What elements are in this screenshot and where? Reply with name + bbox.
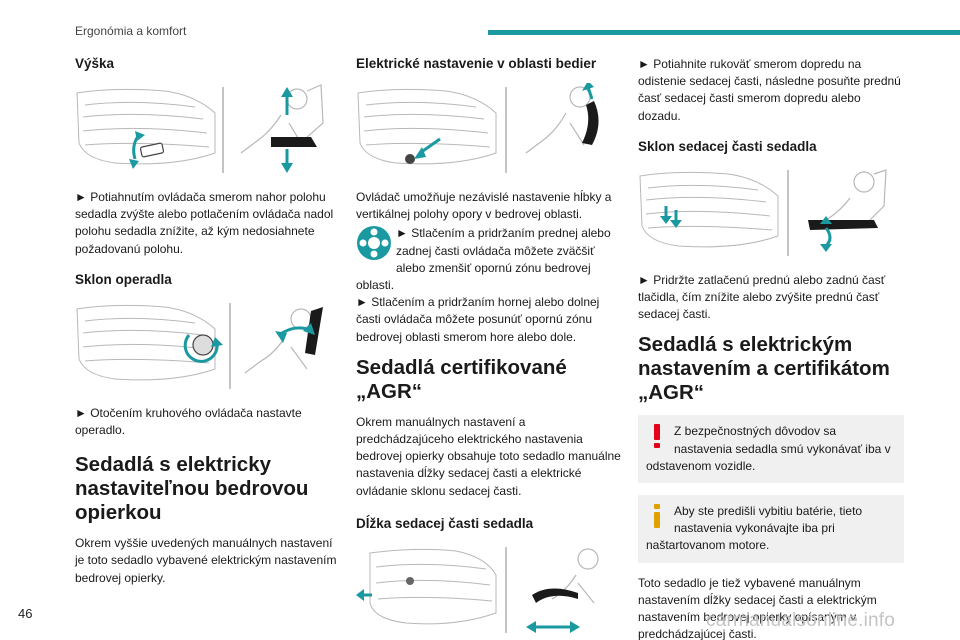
paragraph-lumbar-intro: Ovládač umožňuje nezávislé nastavenie hĺ… [356,190,612,222]
lumbar-illustration [356,83,606,175]
column-2: Elektrické nastavenie v oblasti bedier O… [356,56,622,640]
paragraph-seat-length: ► Potiahnite rukoväť smerom dopredu na o… [638,57,901,123]
heading-height: Výška [75,56,115,71]
heading-seat-length: Dĺžka sedacej časti sedadla [356,515,534,531]
running-header: Ergonómia a komfort [75,24,187,38]
info-text: Aby ste predišli vybitiu batérie, tieto … [646,504,863,553]
paragraph-lumbar-top: ► Stlačením a pridržaním hornej alebo do… [356,295,600,344]
warning-text: Z bezpečnostných dôvodov sa nastavenia s… [646,424,891,473]
paragraph-final: Toto sedadlo je tiež vybavené manuálnym … [638,575,877,640]
heading-backrest: Sklon operadla [75,271,172,287]
warning-note: Z bezpečnostných dôvodov sa nastavenia s… [638,415,904,484]
heading-electric-lumbar: Sedadlá s elektricky nastaviteľnou bedro… [75,453,309,525]
lumbar-control-icon [357,226,391,261]
info-note: Aby ste predišli vybitiu batérie, tieto … [638,495,904,563]
watermark: carmanualsonline.info [706,610,896,631]
heading-agr-seats: Sedadlá certifikované „AGR“ [356,355,567,403]
header-accent-bar [488,30,960,35]
seat-length-illustration [356,543,606,635]
seat-height-illustration [75,83,325,175]
warning-exclamation-icon [654,424,660,449]
heading-seat-tilt: Sklon sedacej časti sedadla [638,138,817,154]
paragraph-agr: Okrem manuálnych nastavení a predchádzaj… [356,414,621,498]
paragraph-electric-lumbar: Okrem vyššie uvedených manuálnych nastav… [75,536,337,585]
column-1: Výška ► Potiahnutím ovládača s [75,56,341,597]
heading-lumbar-adjust: Elektrické nastavenie v oblasti bedier [356,56,597,71]
heading-agr-electric: Sedadlá s elektrickým nastavením a certi… [638,333,890,405]
seat-tilt-illustration [638,166,888,258]
paragraph-backrest: ► Otočením kruhového ovládača nastavte o… [75,405,302,438]
page-number: 46 [18,606,33,621]
paragraph-seat-tilt: ► Pridržte zatlačenú prednú alebo zadnú … [638,272,886,322]
column-3: ► Potiahnite rukoväť smerom dopredu na o… [638,56,904,640]
paragraph-height: ► Potiahnutím ovládača smerom nahor polo… [75,190,334,256]
backrest-illustration [75,299,325,391]
paragraph-lumbar-front: ► Stlačením a pridržaním prednej alebo z… [356,226,611,293]
info-icon [654,504,660,529]
